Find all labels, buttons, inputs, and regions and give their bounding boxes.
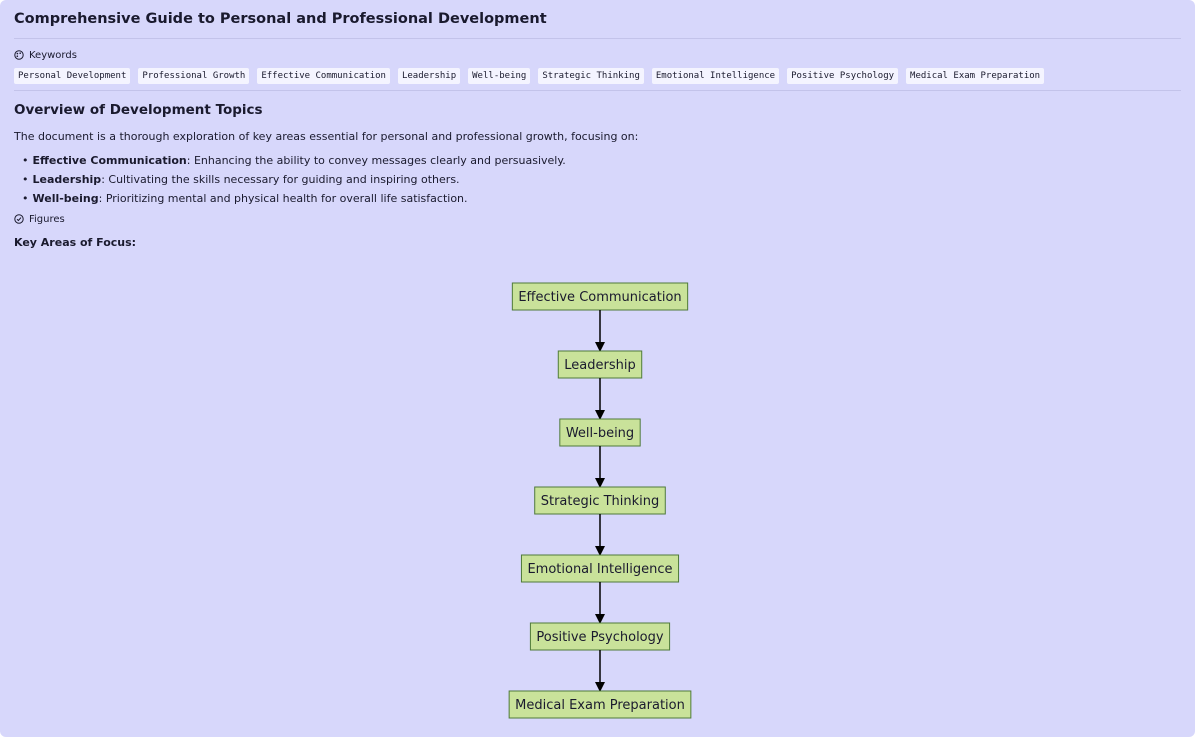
keyword-tag: Positive Psychology — [787, 68, 899, 84]
flow-node-label: Well-being — [566, 426, 634, 441]
keyword-tag: Professional Growth — [138, 68, 250, 84]
divider — [14, 90, 1181, 91]
focus-point-desc: : Enhancing the ability to convey messag… — [186, 154, 566, 167]
flow-node-box — [534, 486, 666, 515]
keyword-tag: Leadership — [397, 68, 461, 84]
focus-point-desc: : Cultivating the skills necessary for g… — [101, 173, 460, 186]
keyword-tag: Well-being — [468, 68, 531, 84]
section-heading: Overview of Development Topics — [14, 102, 263, 118]
bullet-dot: • — [22, 154, 29, 167]
check-circle-icon — [14, 214, 24, 224]
figure-title: Key Areas of Focus: — [14, 236, 137, 249]
figures-label-text: Figures — [29, 213, 65, 225]
focus-point-desc: : Prioritizing mental and physical healt… — [98, 192, 468, 205]
divider — [14, 38, 1181, 39]
focus-point-term: Well-being — [32, 192, 99, 205]
flow-node-box — [520, 554, 680, 583]
flow-node-box — [557, 350, 643, 379]
flow-node-box — [559, 418, 641, 447]
keyword-tag: Emotional Intelligence — [651, 68, 780, 84]
focus-point-term: Leadership — [32, 173, 102, 186]
focus-point: •Well-being: Prioritizing mental and phy… — [22, 192, 1181, 211]
keywords-label-text: Keywords — [29, 49, 77, 61]
flow-node: Medical Exam Preparation — [508, 690, 692, 719]
flow-diagram-svg: Effective CommunicationLeadershipWell-be… — [508, 282, 692, 719]
flow-node: Well-being — [559, 418, 641, 447]
flow-node-box — [529, 622, 671, 651]
focus-point-list: •Effective Communication: Enhancing the … — [14, 154, 1181, 211]
keywords-label: Keywords — [14, 49, 1181, 61]
bullet-dot: • — [22, 192, 29, 205]
figures-label: Figures — [14, 213, 1181, 225]
focus-point: •Leadership: Cultivating the skills nece… — [22, 173, 1181, 192]
flow-node-label: Strategic Thinking — [541, 494, 660, 509]
flow-node-box — [508, 690, 692, 719]
page-title: Comprehensive Guide to Personal and Prof… — [14, 11, 547, 27]
flow-node: Strategic Thinking — [534, 486, 666, 515]
flow-node-label: Emotional Intelligence — [527, 562, 672, 577]
palette-icon — [14, 50, 24, 60]
keyword-tag: Medical Exam Preparation — [906, 68, 1045, 84]
keyword-list: Personal Development Professional Growth E… — [14, 68, 1181, 90]
keyword-tag: Strategic Thinking — [538, 68, 644, 84]
flow-node-label: Positive Psychology — [536, 630, 663, 645]
intro-paragraph: The document is a thorough exploration o… — [14, 130, 639, 143]
keyword-tag: Effective Communication — [257, 68, 390, 84]
flow-node: Emotional Intelligence — [520, 554, 680, 583]
focus-point-term: Effective Communication — [32, 154, 187, 167]
flow-node-label: Effective Communication — [518, 290, 681, 305]
flow-node: Positive Psychology — [529, 622, 671, 651]
flow-node: Effective Communication — [511, 282, 689, 311]
flow-node-box — [511, 282, 689, 311]
flow-node-label: Medical Exam Preparation — [515, 698, 685, 713]
flow-node-label: Leadership — [564, 358, 635, 373]
bullet-dot: • — [22, 173, 29, 186]
focus-point: •Effective Communication: Enhancing the … — [22, 154, 1181, 173]
flow-node: Leadership — [557, 350, 643, 379]
keyword-tag: Personal Development — [14, 68, 131, 84]
